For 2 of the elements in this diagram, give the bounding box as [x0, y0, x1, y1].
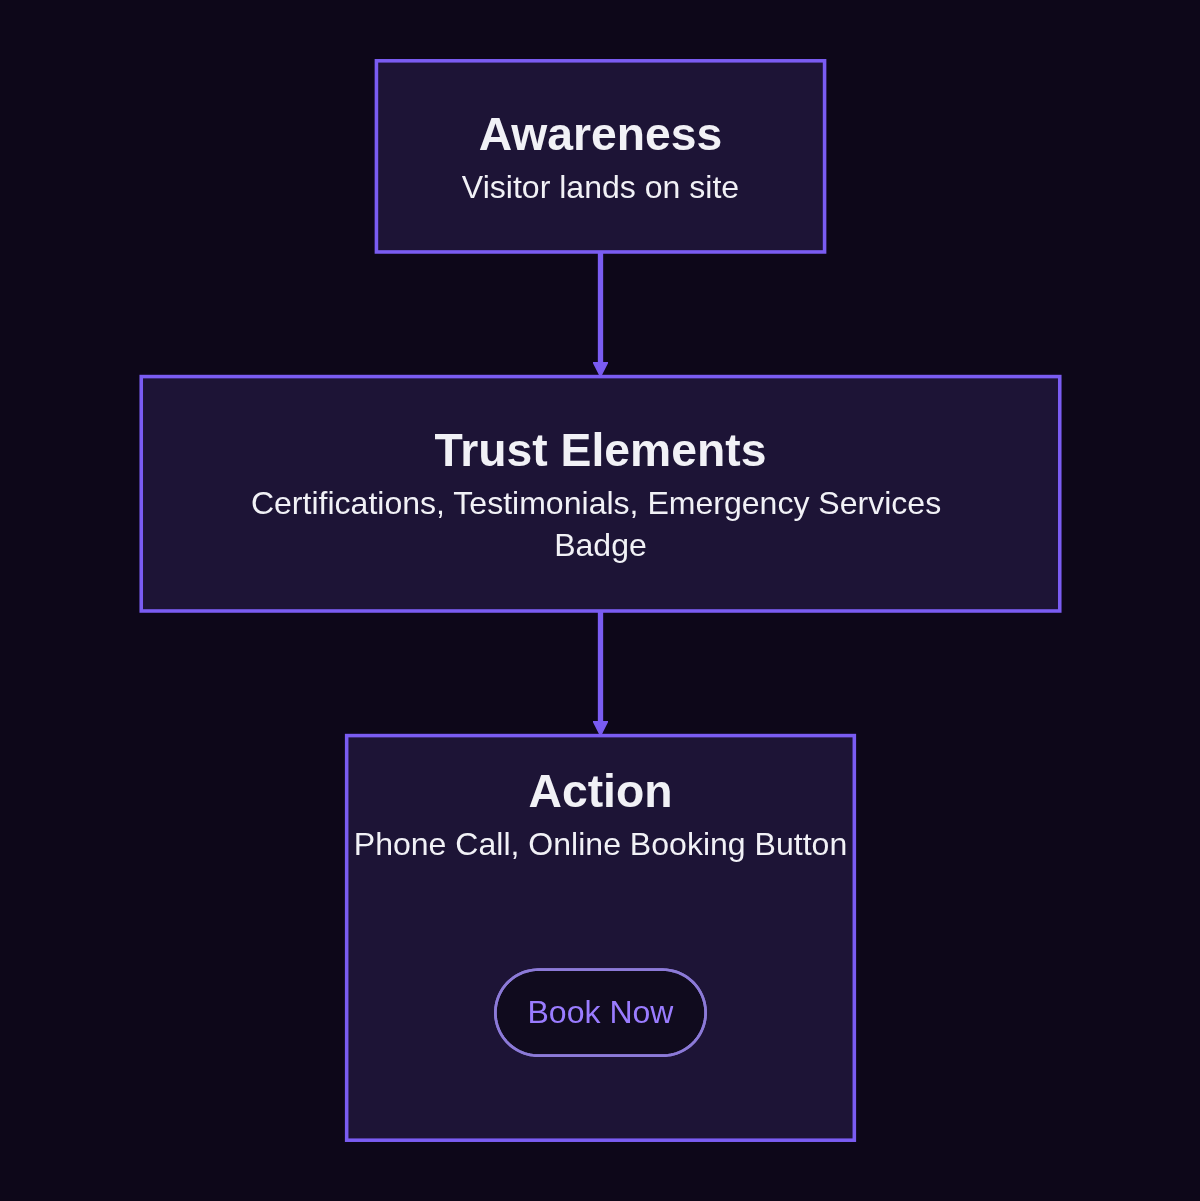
node-box: Awareness Visitor lands on site	[374, 59, 826, 254]
node-box: Trust Elements Certifications, Testimonials, Emergency Services Badge	[138, 374, 1062, 613]
